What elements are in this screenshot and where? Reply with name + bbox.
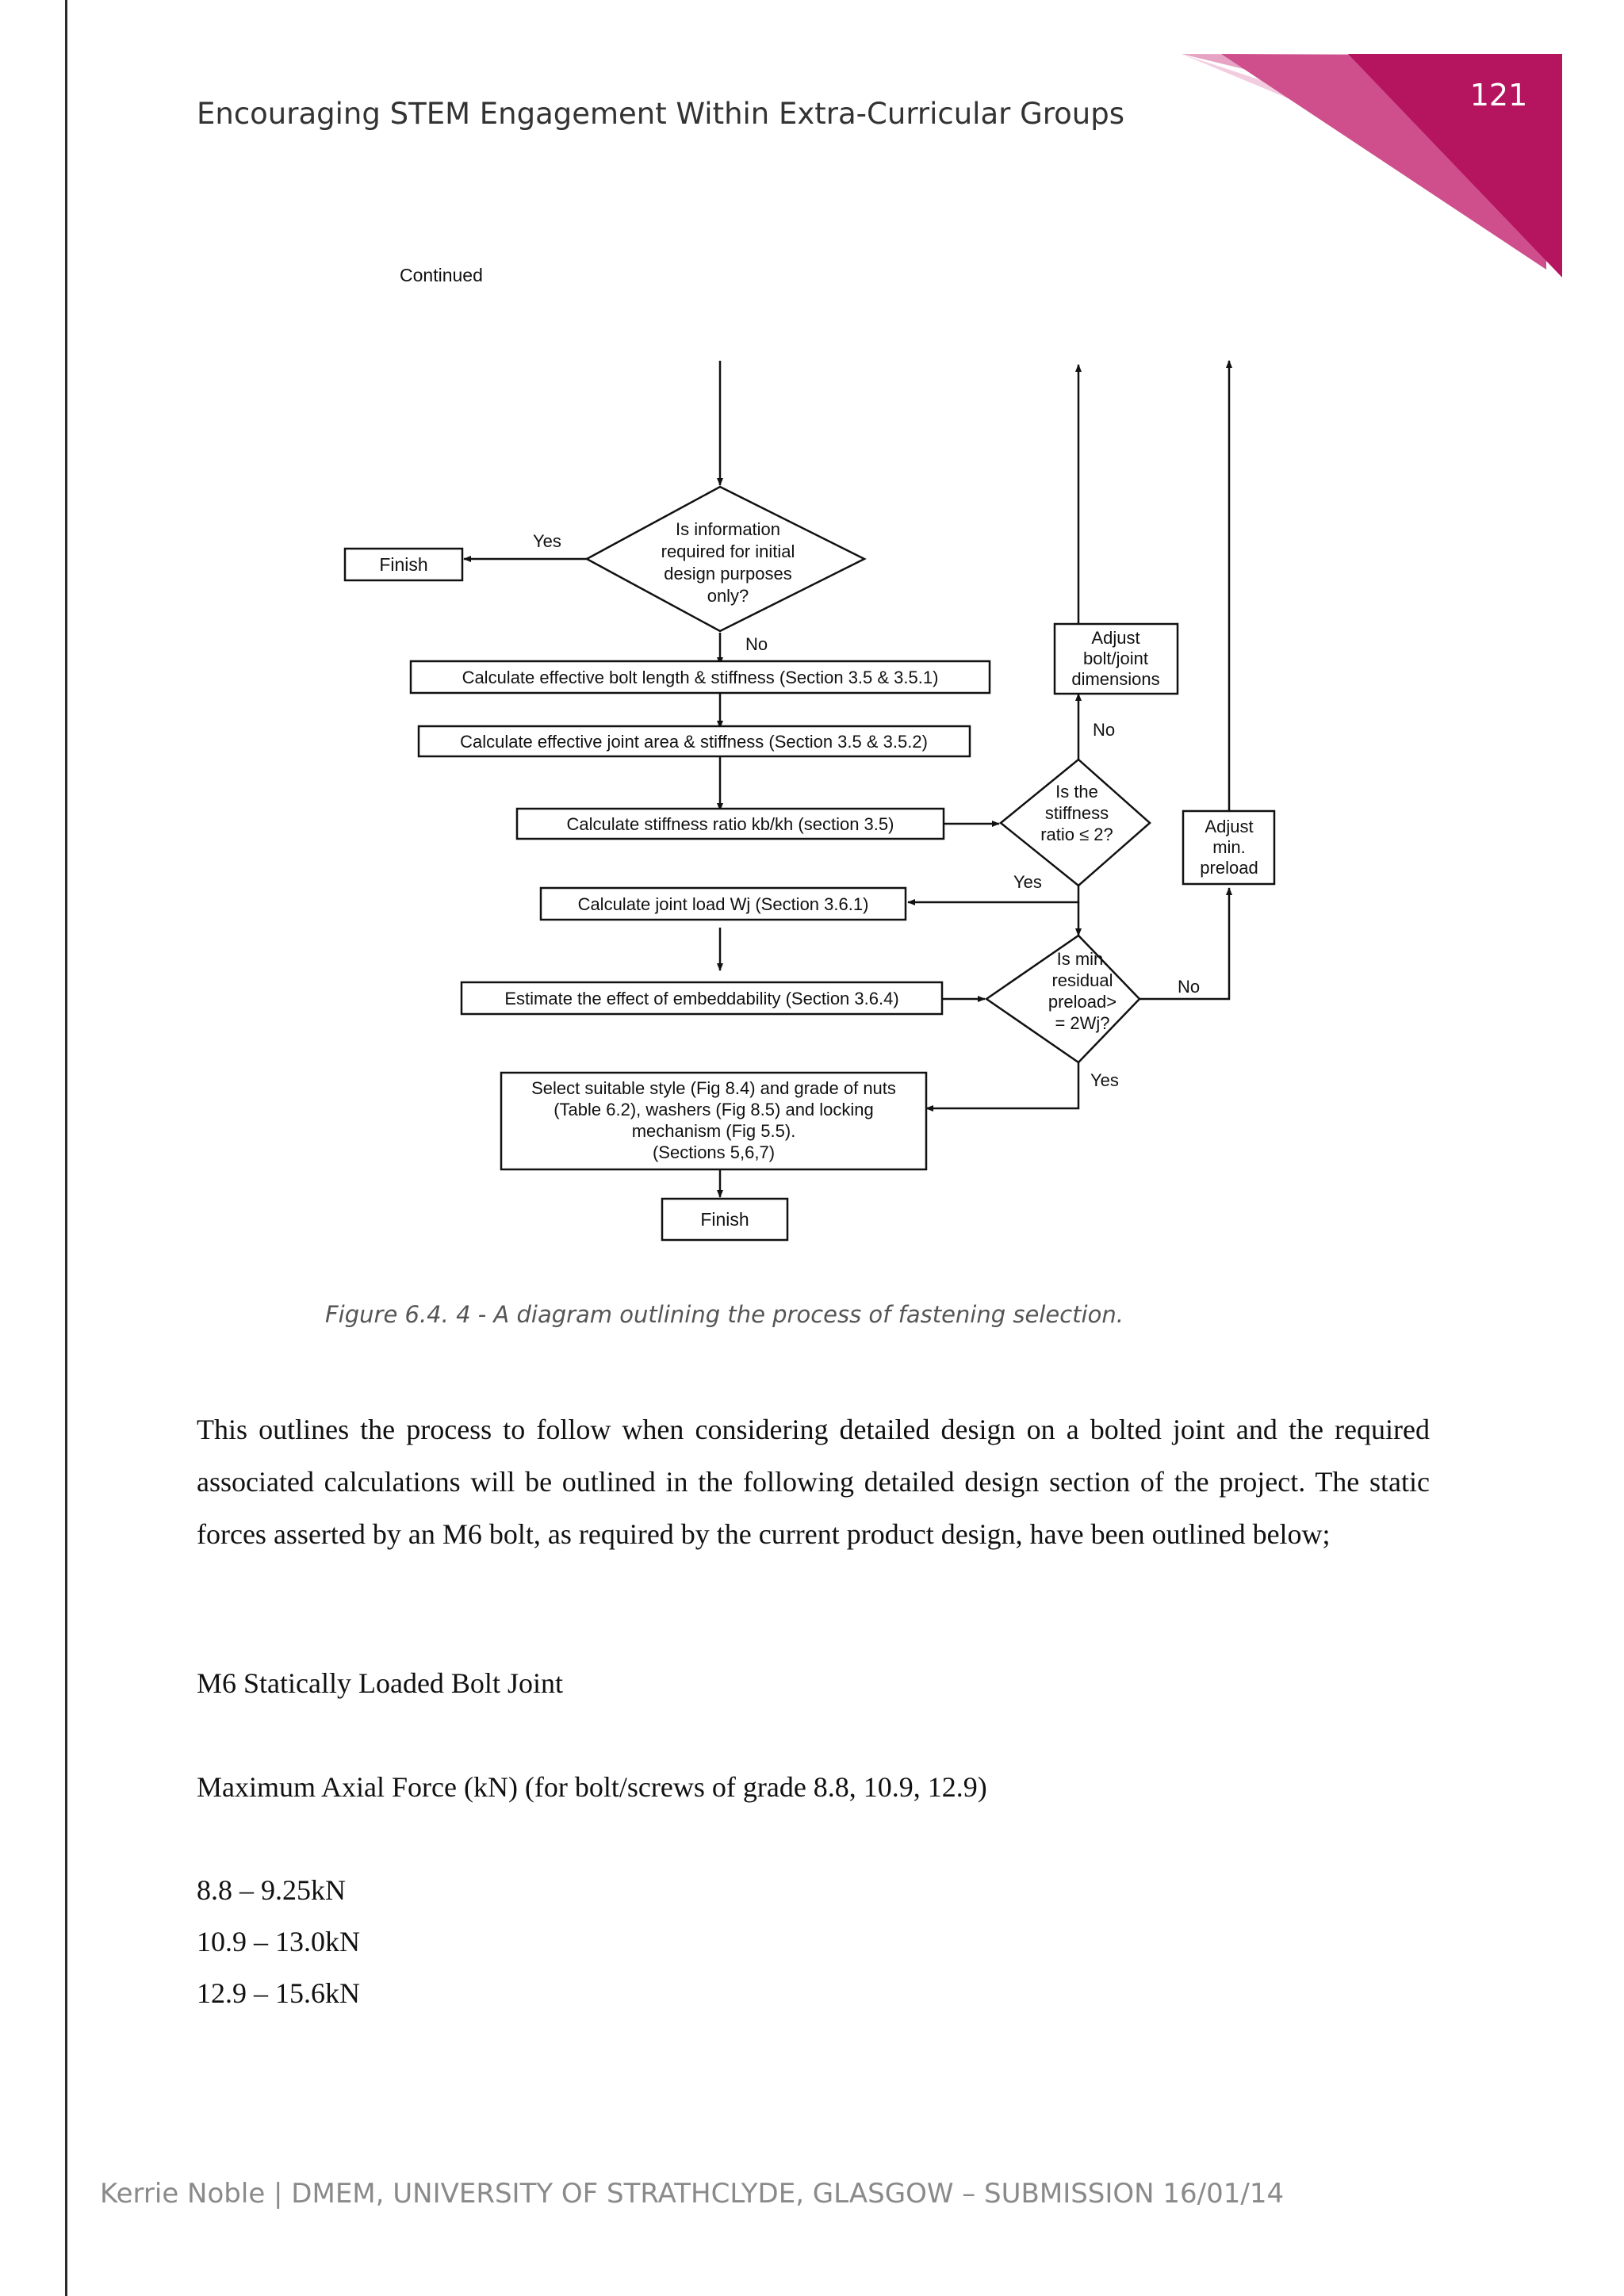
decision-preload-line: Is min. (1057, 949, 1109, 969)
adjust-bolt-line: dimensions (1071, 669, 1159, 689)
finish-top-label: Finish (379, 554, 427, 575)
no-info-label: No (745, 634, 768, 654)
figure-caption: Figure 6.4. 4 - A diagram outlining the … (325, 1301, 1124, 1328)
estimate-embed-box (460, 981, 944, 1016)
section-subheading: M6 Statically Loaded Bolt Joint (197, 1667, 563, 1699)
no-preload-label: No (1178, 977, 1200, 997)
finish-bottom-label: Finish (700, 1209, 749, 1230)
continued-label: Continued (400, 265, 483, 285)
calc-load-box (539, 886, 907, 921)
axial-force-line: Maximum Axial Force (kN) (for bolt/screw… (197, 1771, 987, 1803)
calc-joint-box (417, 725, 971, 758)
calc-bolt-box (409, 660, 991, 695)
calc-joint-label: Calculate effective joint area & stiffne… (460, 732, 928, 752)
calc-ratio-box (515, 807, 945, 840)
adjust-preload-line: min. (1212, 837, 1246, 857)
adjust-preload-box (1182, 809, 1276, 886)
calc-load-label: Calculate joint load Wj (Section 3.6.1) (578, 894, 869, 914)
decision-info-line: only? (707, 586, 749, 606)
body-paragraph: This outlines the process to follow when… (197, 1414, 1430, 1550)
select-line: mechanism (Fig 5.5). (632, 1121, 796, 1141)
adjust-bolt-line: bolt/joint (1083, 649, 1148, 668)
calc-ratio-label: Calculate stiffness ratio kb/kh (section… (567, 814, 894, 834)
corner-shape-dark (1348, 54, 1562, 277)
no-ratio-label: No (1093, 720, 1115, 740)
grade-value: 8.8 – 9.25kN (197, 1874, 346, 1906)
calc-bolt-label: Calculate effective bolt length & stiffn… (462, 668, 939, 687)
page-footer: Kerrie Noble | DMEM, UNIVERSITY OF STRAT… (100, 2178, 1285, 2210)
corner-decoration (1182, 54, 1562, 277)
select-line: (Sections 5,6,7) (653, 1142, 775, 1162)
flowchart: Continued Finish Is information required… (343, 265, 1276, 1242)
finish-top-box (343, 547, 464, 582)
decision-info-diamond (584, 485, 867, 633)
finish-bottom-box (661, 1197, 789, 1242)
decision-info-line: Is information (676, 519, 780, 539)
decision-preload-line: preload> (1048, 992, 1116, 1012)
select-line: Select suitable style (Fig 8.4) and grad… (531, 1078, 896, 1098)
yes-info-label: Yes (533, 531, 561, 551)
adjust-preload-line: Adjust (1205, 817, 1253, 836)
running-header: Encouraging STEM Engagement Within Extra… (197, 97, 1125, 131)
decision-preload-line: residual (1051, 970, 1113, 990)
adjust-preload-line: preload (1200, 858, 1258, 878)
adjust-bolt-box (1053, 622, 1179, 695)
decision-ratio-line: stiffness (1045, 803, 1109, 823)
yes-ratio-label: Yes (1013, 872, 1042, 892)
margin-rule (65, 0, 67, 2296)
adjust-bolt-line: Adjust (1091, 628, 1139, 648)
decision-ratio-line: ratio ≤ 2? (1040, 825, 1113, 844)
decision-preload-diamond (984, 934, 1141, 1064)
decision-ratio-diamond (999, 758, 1151, 887)
estimate-embed-label: Estimate the effect of embeddability (Se… (504, 989, 898, 1008)
decision-ratio-line: Is the (1055, 782, 1098, 802)
yes-preload-label: Yes (1090, 1070, 1119, 1090)
select-line: (Table 6.2), washers (Fig 8.5) and locki… (553, 1100, 874, 1119)
select-box (500, 1071, 928, 1171)
decision-info-line: required for initial (661, 541, 795, 561)
decision-info-line: design purposes (664, 564, 791, 584)
grade-value: 10.9 – 13.0kN (197, 1926, 360, 1957)
grade-value: 12.9 – 15.6kN (197, 1977, 360, 2009)
decision-preload-line: = 2Wj? (1055, 1013, 1109, 1033)
page-number: 121 (1469, 78, 1528, 113)
